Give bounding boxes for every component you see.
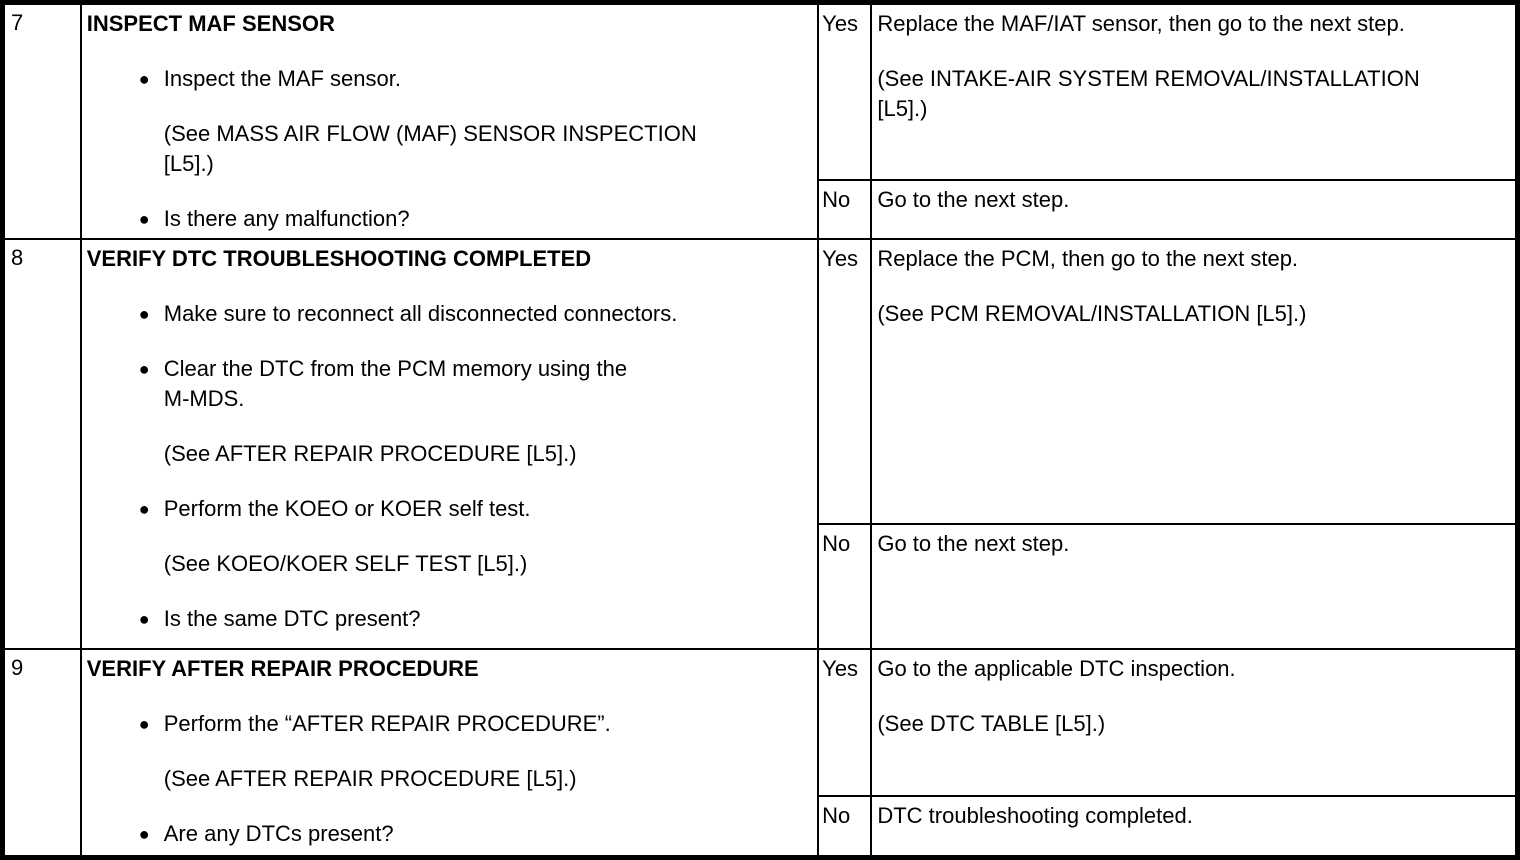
inspection-cell: VERIFY AFTER REPAIR PROCEDURE ● Perform … [79,648,820,859]
list-item: ● Are any DTCs present? [87,819,809,849]
see-reference-text: (See AFTER REPAIR PROCEDURE [L5].) [163,766,577,792]
action-text: Replace the MAF/IAT sensor, then go to t… [877,11,1405,36]
spacer [139,119,164,179]
list-item: (See MASS AIR FLOW (MAF) SENSOR INSPECTI… [87,119,809,179]
action-cell: Replace the PCM, then go to the next ste… [870,237,1519,526]
inspection-cell: VERIFY DTC TROUBLESHOOTING COMPLETED ● M… [79,237,820,651]
list-item: (See AFTER REPAIR PROCEDURE [L5].) [87,764,809,794]
bullet-icon: ● [138,714,150,735]
list-item: (See KOEO/KOER SELF TEST [L5].) [87,549,809,579]
table-row-step7-yes: 7 INSPECT MAF SENSOR ● Inspect the MAF s… [1,1,1519,240]
yes-cell: Yes [817,648,873,798]
bullet-icon: ● [138,358,150,379]
action-text: Go to the applicable DTC inspection. [877,656,1236,682]
list-item-text: Are any DTCs present? [163,821,394,847]
action-cell: Go to the applicable DTC inspection. (Se… [870,648,1519,798]
list-item-text: Is the same DTC present? [163,605,421,631]
see-reference-text: (See DTC TABLE [L5].) [877,711,1106,737]
action-text: Go to the next step. [877,187,1070,213]
step-number: 8 [1,237,82,651]
inspection-title: VERIFY DTC TROUBLESHOOTING COMPLETED [86,245,592,271]
no-cell: No [817,795,873,859]
list-item: ● Is the same DTC present? [87,604,809,634]
bullet-icon: ● [138,69,150,89]
list-item-text: Clear the DTC from the PCM memory using … [163,355,628,411]
see-reference-text: (See AFTER REPAIR PROCEDURE [L5].) [163,440,577,466]
list-item: (See AFTER REPAIR PROCEDURE [L5].) [87,439,809,469]
see-reference-text: (See KOEO/KOER SELF TEST [L5].) [163,550,528,576]
action-cell: Replace the MAF/IAT sensor, then go to t… [870,1,1519,182]
action-cell: Go to the next step. [870,179,1519,240]
no-cell: No [817,179,873,240]
no-cell: No [817,523,873,651]
inspection-cell: INSPECT MAF SENSOR ● Inspect the MAF sen… [79,1,820,240]
bullet-icon: ● [138,498,150,519]
spacer [139,439,164,469]
step-number: 9 [1,648,82,859]
list-item-text: Perform the “AFTER REPAIR PROCEDURE”. [163,711,611,737]
table-row-step9-no: No DTC troubleshooting completed. [3,795,1519,859]
see-reference-text: (See PCM REMOVAL/INSTALLATION [L5].) [877,300,1307,326]
inspection-title: VERIFY AFTER REPAIR PROCEDURE [86,656,479,682]
spacer [139,549,164,579]
table-row-step7-no: No Go to the next step. [3,179,1519,240]
inspection-title: INSPECT MAF SENSOR [86,11,335,36]
yes-cell: Yes [817,1,873,182]
list-item-text: Perform the KOEO or KOER self test. [163,495,531,521]
table-row-step9-yes: 9 VERIFY AFTER REPAIR PROCEDURE ● Perfor… [1,648,1519,859]
action-cell: DTC troubleshooting completed. [870,795,1519,859]
list-item: ● Make sure to reconnect all disconnecte… [87,299,809,329]
action-cell: Go to the next step. [870,523,1519,651]
list-item: ● Perform the KOEO or KOER self test. [87,494,809,524]
bullet-icon: ● [138,824,150,845]
step-number: 7 [1,1,82,240]
bullet-icon: ● [138,608,150,629]
bullet-icon: ● [138,303,150,324]
list-item: ● Inspect the MAF sensor. [87,64,809,94]
list-item-text: Make sure to reconnect all disconnected … [163,300,678,326]
list-item-text: Inspect the MAF sensor. [163,66,401,91]
table-row-step8-no: No Go to the next step. [3,523,1519,651]
action-text: DTC troubleshooting completed. [877,803,1193,829]
action-text: Go to the next step. [877,531,1070,557]
list-item: ● Is there any malfunction? [87,204,809,234]
list-item: ● Perform the “AFTER REPAIR PROCEDURE”. [87,709,809,739]
yes-cell: Yes [817,237,873,526]
spacer [139,764,164,794]
list-item: ● Clear the DTC from the PCM memory usin… [87,354,809,414]
list-item-text: Is there any malfunction? [163,206,410,231]
table-row-step8-yes: 8 VERIFY DTC TROUBLESHOOTING COMPLETED ●… [1,237,1519,651]
see-reference-text: (See INTAKE-AIR SYSTEM REMOVAL/INSTALLAT… [877,66,1420,121]
see-reference-text: (See MASS AIR FLOW (MAF) SENSOR INSPECTI… [163,121,697,176]
action-text: Replace the PCM, then go to the next ste… [877,245,1299,271]
bullet-icon: ● [138,209,150,229]
